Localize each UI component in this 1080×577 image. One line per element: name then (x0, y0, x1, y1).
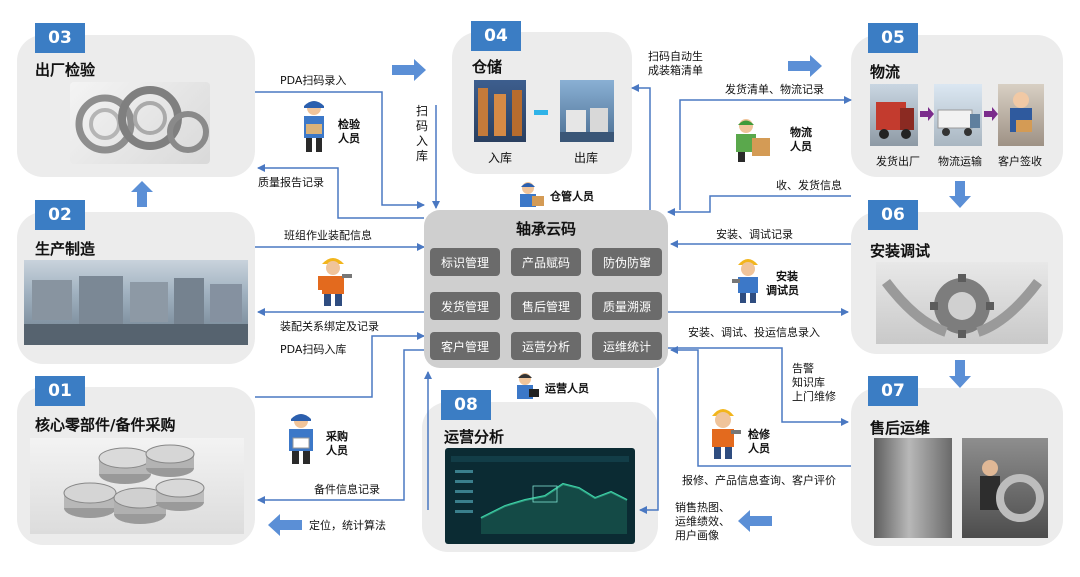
warehouse-keeper-icon (520, 182, 544, 207)
module-anti-counterfeit[interactable]: 防伪防窜 (592, 248, 662, 276)
dashboard-screenshot (445, 448, 635, 544)
operator-icon (517, 373, 539, 399)
label-quality-report: 质量报告记录 (258, 176, 324, 189)
maintenance-photo (962, 438, 1048, 538)
label-sales-heat-2: 运维绩效、 (675, 515, 730, 528)
factory-photo (24, 260, 248, 345)
role-purchaser-line2: 人员 (326, 444, 348, 457)
label-spare-parts: 备件信息记录 (314, 483, 380, 496)
module-product-coding[interactable]: 产品赋码 (511, 248, 581, 276)
logistics-step-ship: 发货出厂 (876, 155, 920, 168)
label-alarm-1: 告警 (792, 362, 814, 375)
role-inspector-line1: 检验 (338, 118, 360, 131)
label-receive-info: 收、发货信息 (776, 179, 842, 192)
label-assembly-binding: 装配关系绑定及记录 (280, 320, 379, 333)
label-auto-pack-2: 成装箱清单 (648, 64, 703, 77)
module-aftersales[interactable]: 售后管理 (511, 292, 581, 320)
panel-title-aftersales: 售后运维 (870, 419, 931, 437)
logistics-step-transport: 物流运输 (938, 155, 982, 168)
label-alarm-3: 上门维修 (792, 390, 836, 403)
step-number-04: 04 (471, 21, 521, 51)
module-maintenance-stats[interactable]: 运维统计 (592, 332, 662, 360)
label-auto-pack-1: 扫码自动生 (648, 50, 703, 63)
step-number-03: 03 (35, 23, 85, 53)
role-operator: 运营人员 (545, 382, 589, 395)
label-sales-heat-3: 用户画像 (675, 529, 719, 542)
role-repairer-line1: 检修 (748, 428, 770, 441)
label-alarm-2: 知识库 (792, 376, 825, 389)
role-purchaser-line1: 采购 (326, 430, 348, 443)
role-warehouse: 仓管人员 (550, 190, 594, 203)
label-scan-2: 码 (416, 119, 429, 133)
customer-sign-photo (998, 84, 1044, 146)
logistics-staff-icon (736, 119, 770, 162)
label-sales-heat-1: 销售热图、 (675, 501, 730, 514)
logistics-step-sign: 客户签收 (998, 155, 1042, 168)
label-scan-3: 入 (416, 134, 429, 148)
label-locate: 定位，统计算法 (309, 519, 386, 532)
transport-photo (934, 84, 982, 146)
stock-in-label: 入库 (488, 151, 513, 165)
label-pda-entry: PDA扫码录入 (280, 74, 347, 87)
step-number-05: 05 (868, 23, 918, 53)
bearing-cloud-code-hub: 轴承云码 标识管理 产品赋码 防伪防窜 发货管理 售后管理 质量溯源 客户管理 … (424, 210, 668, 368)
truck-photo (870, 84, 918, 146)
label-repair-query: 报修、产品信息查询、客户评价 (682, 474, 836, 487)
warehouse-in-photo (474, 80, 526, 142)
step-number-02: 02 (35, 200, 85, 230)
warehouse-out-photo (560, 80, 614, 142)
role-repairer-line2: 人员 (748, 442, 770, 455)
panel-title-production: 生产制造 (35, 240, 96, 258)
aftersales-bearing-photo (874, 438, 952, 538)
step-number-01: 01 (35, 376, 85, 406)
label-install-entry: 安装、调试、投运信息录入 (688, 326, 820, 339)
role-logistics-line2: 人员 (790, 140, 812, 153)
worker-icon (318, 258, 352, 306)
role-logistics-line1: 物流 (790, 126, 812, 139)
module-id-management[interactable]: 标识管理 (430, 248, 500, 276)
step-number-07: 07 (868, 376, 918, 406)
label-shipping-list: 发货清单、物流记录 (725, 83, 824, 96)
label-pda-storage: PDA扫码入库 (280, 343, 347, 356)
bearings-photo (70, 82, 210, 164)
module-operations-analysis[interactable]: 运营分析 (511, 332, 581, 360)
panel-title-logistics: 物流 (870, 63, 901, 81)
panel-title-installation: 安装调试 (870, 242, 931, 260)
repairer-icon (712, 409, 741, 459)
step-number-08: 08 (441, 390, 491, 420)
label-install-record: 安装、调试记录 (716, 228, 793, 241)
purchaser-icon (289, 414, 313, 464)
module-customer[interactable]: 客户管理 (430, 332, 500, 360)
bearing-rings-photo (30, 438, 244, 534)
label-scan-1: 扫 (416, 104, 429, 118)
role-installer-line1: 安装 (776, 270, 798, 283)
stock-out-label: 出库 (574, 151, 599, 165)
installation-photo (876, 262, 1048, 344)
module-shipping[interactable]: 发货管理 (430, 292, 500, 320)
module-quality-trace[interactable]: 质量溯源 (592, 292, 662, 320)
installer-icon (732, 259, 758, 303)
panel-title-procurement: 核心零部件/备件采购 (35, 416, 176, 434)
panel-title-inspection: 出厂检验 (35, 61, 96, 79)
panel-title-operations: 运营分析 (444, 428, 505, 446)
label-scan-4: 库 (416, 149, 429, 163)
panel-title-warehouse: 仓储 (472, 58, 503, 76)
hub-title: 轴承云码 (515, 220, 576, 238)
role-inspector-line2: 人员 (338, 132, 360, 145)
label-team-assembly: 班组作业装配信息 (284, 229, 372, 242)
role-installer-line2: 调试员 (766, 284, 799, 297)
step-number-06: 06 (868, 200, 918, 230)
inspector-icon (304, 101, 324, 152)
